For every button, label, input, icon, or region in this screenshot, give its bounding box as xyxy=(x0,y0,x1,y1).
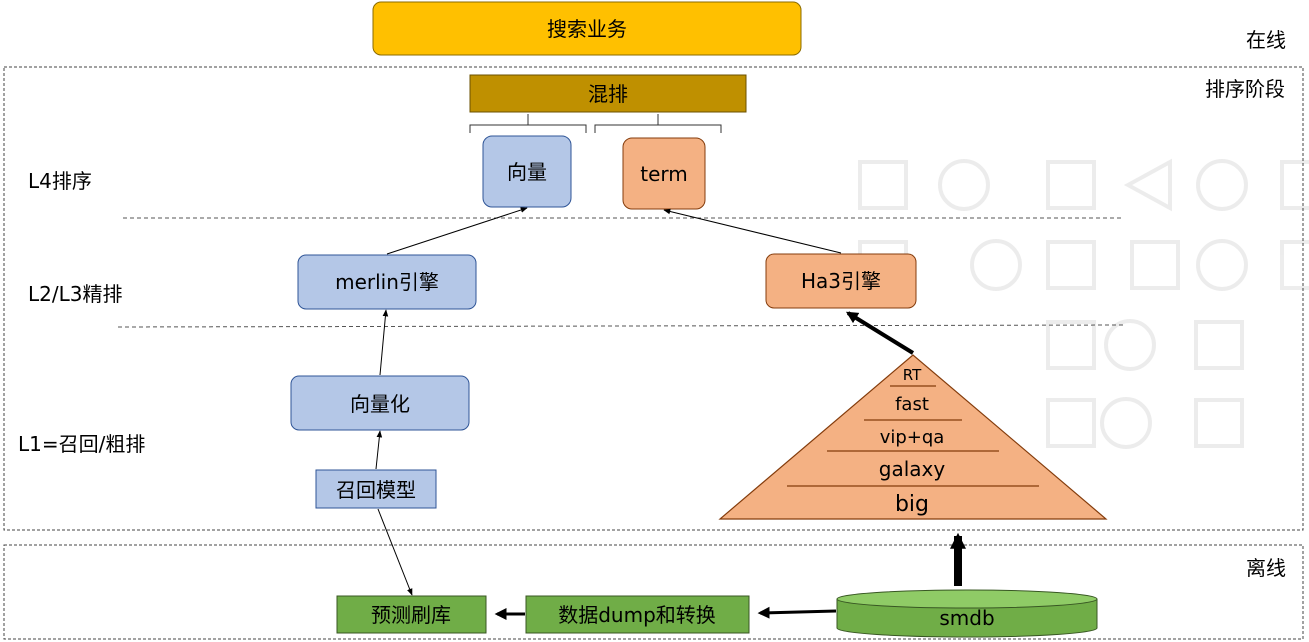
search-business-label: 搜索业务 xyxy=(547,17,627,41)
offline-label: 离线 xyxy=(1246,556,1286,580)
smdb-database: smdb xyxy=(836,589,1098,638)
pyramid-shape xyxy=(718,354,1108,520)
vectorization-label: 向量化 xyxy=(350,392,410,416)
bracket-right xyxy=(594,114,722,133)
arrow-recall-to-predict-refresh xyxy=(377,508,413,596)
data-dump-box xyxy=(525,595,750,634)
mixed-ranking-label: 混排 xyxy=(588,82,628,106)
l4-label: L4排序 xyxy=(28,169,92,193)
online-label: 在线 xyxy=(1246,28,1286,52)
arrow-ha3-to-term xyxy=(663,208,842,254)
arrow-smdb-to-data-dump xyxy=(757,606,837,619)
smdb-label: smdb xyxy=(939,606,994,630)
merlin-engine-label: merlin引擎 xyxy=(335,270,439,294)
arrow-vectorization-to-merlin xyxy=(379,309,389,376)
index-pyramid: RT fast vip+qa galaxy big xyxy=(718,354,1108,520)
pyramid-layer-galaxy: galaxy xyxy=(879,457,946,481)
term-label: term xyxy=(640,162,688,186)
search-business-box xyxy=(372,1,802,56)
predict-refresh-label: 预测刷库 xyxy=(371,603,451,627)
arrow-pyramid-to-ha3 xyxy=(845,311,915,355)
separator-line-lower xyxy=(117,324,1126,328)
arrow-merlin-to-vector xyxy=(386,207,528,255)
vector-label: 向量 xyxy=(507,160,547,184)
bracket-left xyxy=(469,114,587,133)
ha3-engine-label: Ha3引擎 xyxy=(801,269,881,293)
ranking-stage-label: 排序阶段 xyxy=(1205,77,1285,101)
recall-model-box xyxy=(315,469,437,509)
pyramid-layer-fast: fast xyxy=(895,394,929,415)
recall-model-label: 召回模型 xyxy=(336,478,416,502)
merlin-engine-box xyxy=(297,254,477,310)
predict-refresh-box xyxy=(336,595,487,634)
vector-box xyxy=(482,135,572,208)
ranking-stage-container xyxy=(3,66,1304,531)
data-dump-label: 数据dump和转换 xyxy=(558,603,716,627)
pyramid-layer-big: big xyxy=(895,492,929,517)
pyramid-layer-vipqa: vip+qa xyxy=(880,427,945,448)
l23-label: L2/L3精排 xyxy=(28,282,122,306)
arrow-recall-to-vectorization xyxy=(375,430,383,470)
l1-label: L1=召回/粗排 xyxy=(18,432,145,456)
vectorization-box xyxy=(290,375,470,431)
offline-container xyxy=(3,544,1304,640)
pyramid-layer-rt: RT xyxy=(903,366,922,384)
mixed-ranking-box xyxy=(469,74,747,113)
ha3-engine-box xyxy=(765,253,917,309)
